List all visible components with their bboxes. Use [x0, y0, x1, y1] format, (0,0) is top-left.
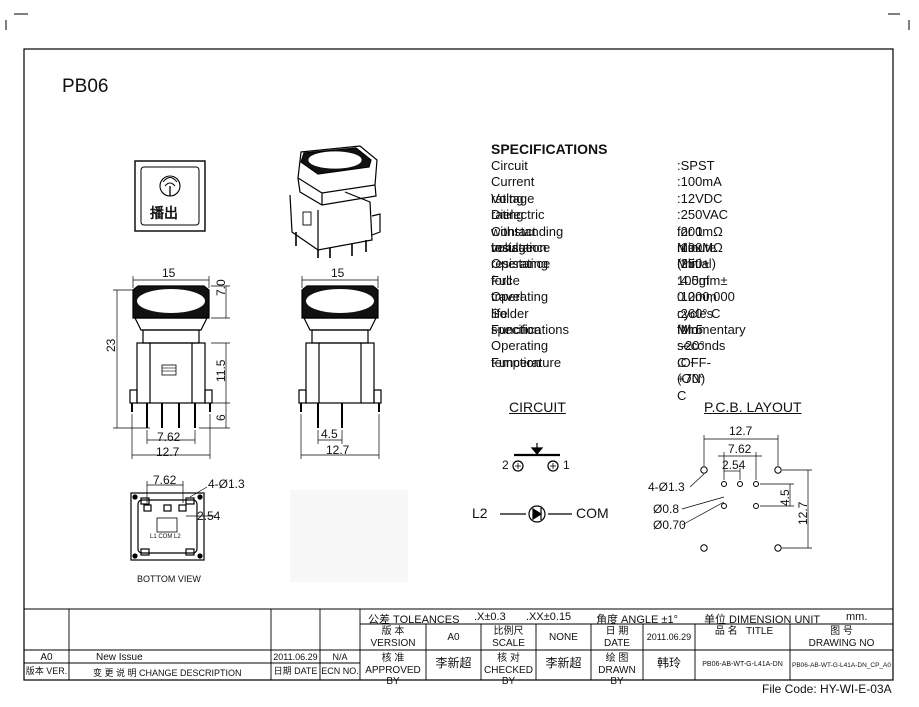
dim-front-total-height: 23: [104, 338, 118, 352]
tb-drawn-cn: 绘 图: [605, 653, 629, 664]
dim-front-pin-pitch-a: 7.62: [157, 430, 181, 444]
rev-ecn: N/A: [332, 652, 348, 662]
tb-checked-value: 李新超: [545, 656, 582, 670]
part-title: PB06: [62, 76, 109, 97]
circuit-com: COM: [576, 505, 609, 521]
watermark-block: [290, 490, 408, 582]
dim-front-cap-height: 7.0: [214, 279, 228, 296]
tb-date-cn: 日 期: [605, 626, 629, 637]
dim-side-b: 12.7: [326, 443, 350, 457]
circuit-pin1: 1: [563, 458, 570, 472]
pcb-dim-127: 12.7: [729, 424, 753, 438]
tb-approved-value: 李新超: [435, 656, 472, 670]
pcb-layout-drawing: [681, 435, 812, 552]
dim-front-width: 15: [162, 266, 176, 280]
tb-approved: APPROVED BY: [365, 665, 421, 687]
tb-tol1: .X±0.3: [474, 611, 506, 623]
button-legend: 播出: [150, 205, 178, 221]
tb-dwg-value: PB06-AB-WT-G-L41A-DN_CP_A0: [792, 662, 891, 669]
tb-title-value: PB06-AB-WT-G-L41A-DN: [702, 661, 783, 668]
tb-tol2: .XX±0.15: [526, 611, 572, 623]
rev-version: A0: [40, 652, 53, 663]
pcb-holes: 4-Ø1.3: [648, 480, 685, 494]
side-view: [298, 276, 382, 459]
tb-unit: 单位 DIMENSION UNIT: [704, 614, 821, 626]
bottom-pin-labels: L1 COM L2: [150, 534, 181, 540]
rev-description: New Issue: [96, 652, 143, 663]
title-block-grid: [24, 608, 893, 680]
tb-date: DATE: [604, 638, 630, 649]
tb-title-header: 品 名 TITLE: [714, 626, 774, 637]
pcb-d08: Ø0.8: [653, 502, 680, 516]
dim-bottom-a: 7.62: [153, 473, 177, 487]
dim-bottom-b: 2.54: [197, 509, 221, 523]
rev-header-date: 日期 DATE: [273, 666, 318, 676]
tb-scale-cn: 比例尺: [493, 626, 524, 637]
circuit-l2: L2: [472, 505, 488, 521]
sheet-border: [23, 48, 894, 681]
tb-drawn-value: 韩玲: [656, 656, 681, 670]
pcb-title: P.C.B. LAYOUT: [704, 399, 802, 415]
rev-header-desc: 变 更 说 明 CHANGE DESCRIPTION: [93, 668, 242, 678]
pcb-dim-254: 2.54: [722, 458, 746, 472]
front-view: [113, 276, 230, 459]
dim-front-body-height: 11.5: [214, 359, 228, 382]
pcb-d070: Ø0.70: [653, 518, 686, 532]
rev-date: 2011.06.29: [273, 652, 318, 662]
circuit-title: CIRCUIT: [509, 399, 566, 415]
dim-bottom-hole: 4-Ø1.3: [208, 477, 245, 491]
tb-unit-value: mm.: [846, 611, 868, 623]
tb-tolerance: 公差 TOLEANCES: [368, 614, 460, 626]
dim-side-a: 4.5: [321, 427, 338, 441]
tb-angle: 角度 ANGLE ±1°: [596, 614, 678, 626]
rev-header-ecn: ECN NO.: [321, 666, 359, 676]
top-view-button: [134, 160, 206, 232]
pcb-dim-45: 4.5: [778, 489, 792, 506]
file-code: File Code: HY-WI-E-03A: [762, 682, 892, 696]
pcb-dim-762: 7.62: [728, 442, 752, 456]
tb-dwg: DRAWING NO: [808, 638, 875, 649]
bottom-view: [130, 481, 215, 561]
tb-date-value: 2011.06.29: [646, 632, 692, 642]
specifications-title: SPECIFICATIONS: [491, 141, 608, 157]
tb-scale: SCALE: [492, 638, 525, 649]
bottom-view-caption: BOTTOM VIEW: [137, 574, 201, 584]
circuit-symbol: [500, 443, 572, 523]
tb-version: VERSION: [370, 638, 416, 649]
dim-side-width: 15: [331, 266, 345, 280]
rev-header-ver: 版本 VER.: [25, 666, 68, 676]
tb-dwg-cn: 图 号: [830, 626, 853, 637]
tb-checked: CHECKED BY: [484, 665, 533, 687]
crop-marks: [5, 13, 910, 30]
tb-version-value: A0: [447, 632, 460, 643]
dim-front-pin-pitch-b: 12.7: [156, 445, 180, 459]
dim-front-pin-height: 6: [214, 414, 228, 421]
tb-scale-value: NONE: [549, 632, 578, 643]
tb-approved-cn: 核 准: [381, 653, 405, 664]
tb-checked-cn: 核 对: [497, 653, 520, 664]
tb-drawn: DRAWN BY: [598, 665, 636, 687]
circuit-pin2: 2: [502, 458, 509, 472]
perspective-view: [289, 145, 381, 258]
tb-version-cn: 版 本: [381, 626, 405, 637]
pcb-dim-127v: 12.7: [796, 501, 810, 525]
